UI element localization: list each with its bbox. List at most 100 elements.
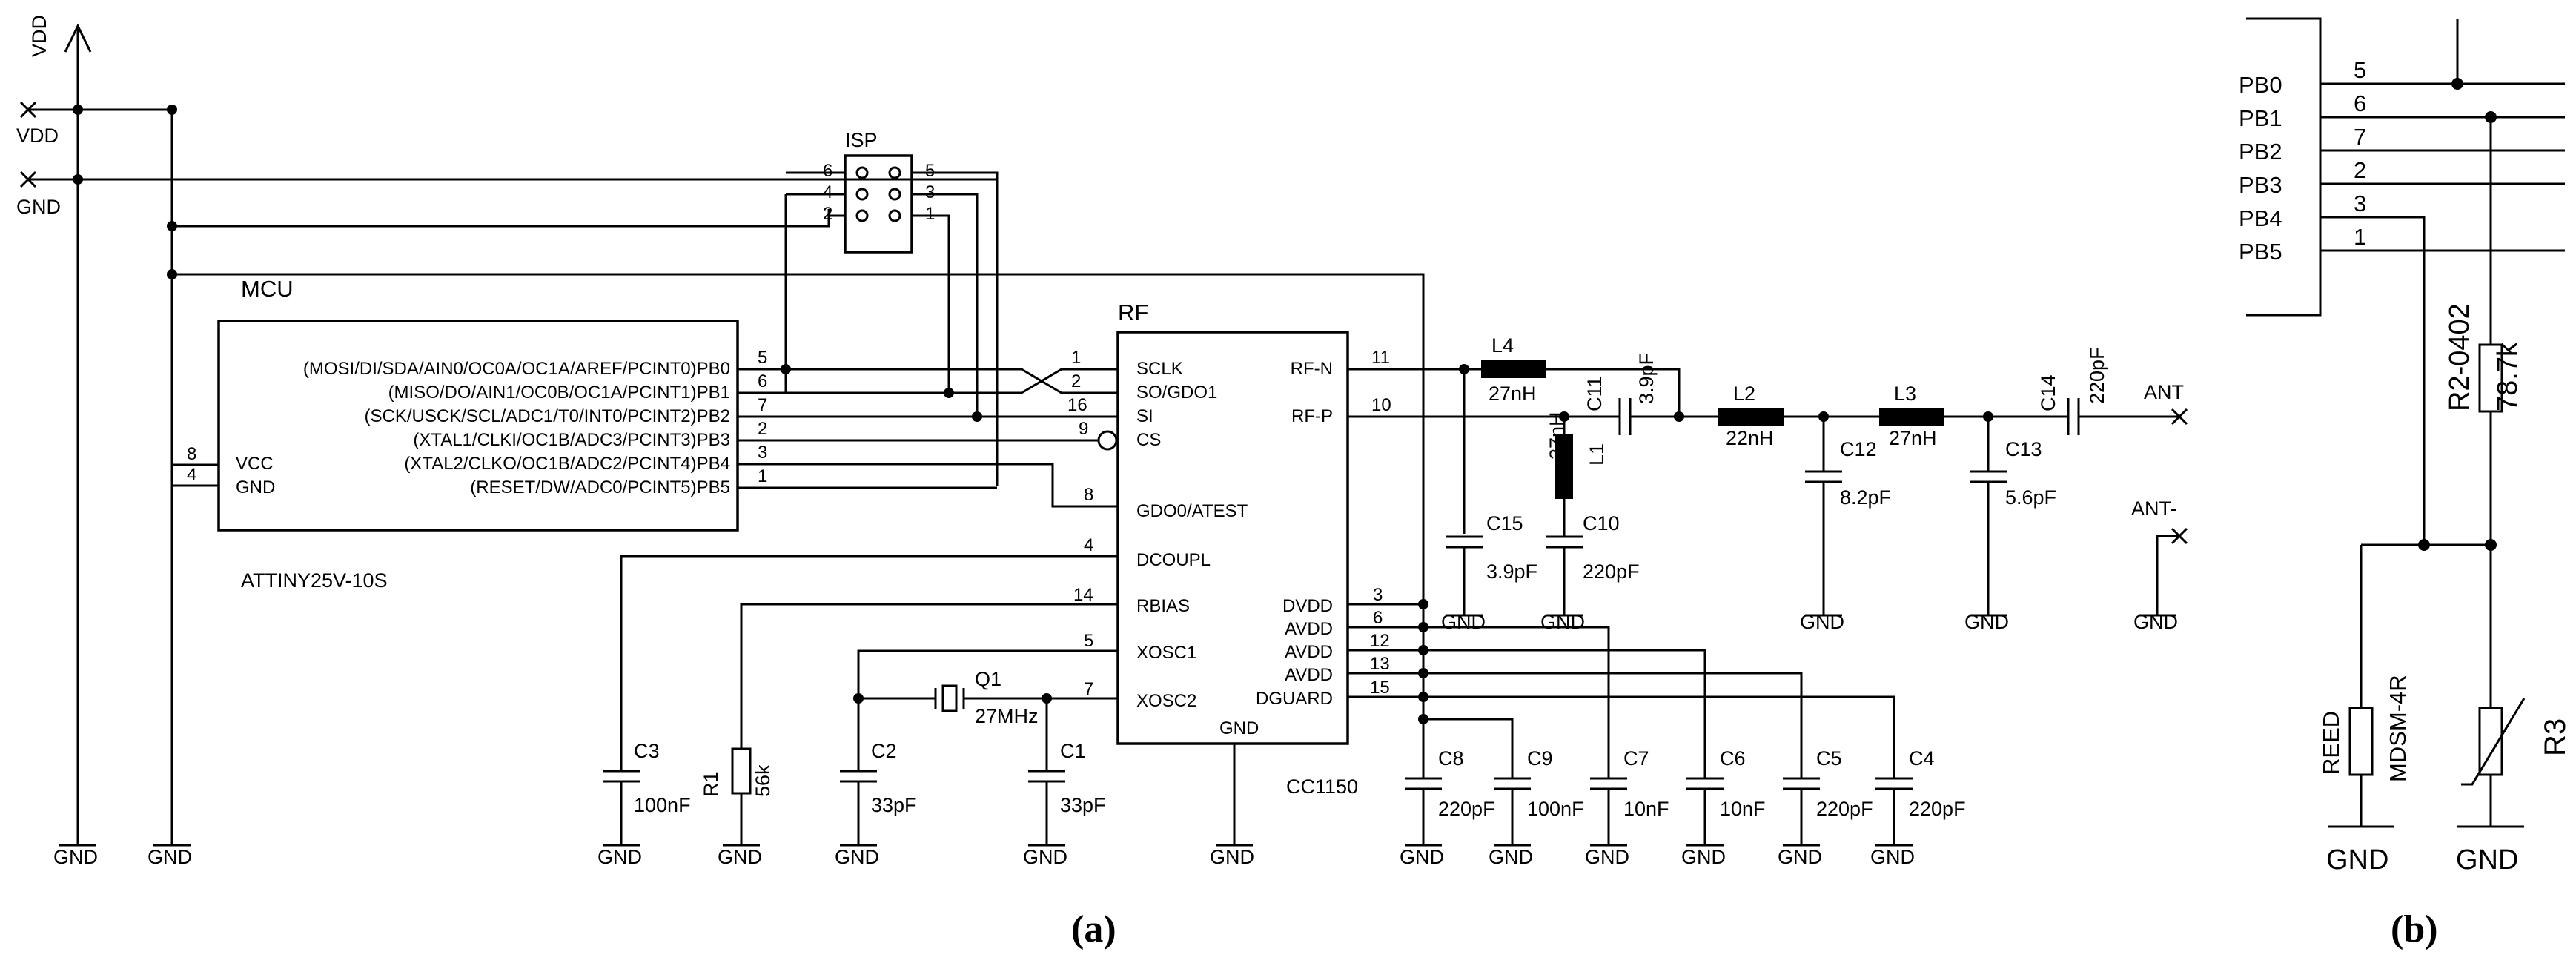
capacitor-C8: C8 220pF — [1405, 747, 1495, 845]
rf-pin-label: SCLK — [1136, 359, 1183, 379]
capacitor-C12: C12 8.2pF — [1805, 417, 1891, 615]
mcu-pin-label: (SCK/USCK/SCL/ADC1/T0/INT0/PCINT2)PB2 — [365, 406, 730, 426]
mcu-pin-label: (XTAL1/CLKI/OC1B/ADC3/PCINT3)PB3 — [413, 430, 730, 450]
svg-text:C8: C8 — [1438, 747, 1464, 770]
svg-text:GND: GND — [1870, 846, 1915, 868]
svg-text:GND: GND — [1489, 846, 1533, 868]
svg-text:L2: L2 — [1733, 383, 1755, 405]
caption-b: (b) — [2391, 908, 2438, 950]
rf-pin-num: 10 — [1371, 395, 1391, 415]
svg-text:C13: C13 — [2005, 438, 2042, 460]
rf-pin-label: SI — [1136, 406, 1153, 426]
reed-part: MDSM-4R — [2385, 675, 2411, 782]
vdd-port-x — [19, 101, 37, 119]
gnd-symbol: GND — [1540, 611, 1585, 633]
gnd-symbol: GND — [1489, 844, 1533, 868]
svg-text:GND: GND — [1400, 846, 1444, 868]
gnd-symbol: GND — [597, 844, 642, 868]
isp-label: ISP — [845, 129, 878, 151]
gnd-symbol: GND — [835, 844, 879, 868]
svg-text:GND: GND — [1210, 846, 1254, 868]
pb-num: 1 — [2354, 224, 2366, 250]
rf-pin-label: AVDD — [1285, 619, 1333, 639]
svg-text:GND: GND — [835, 846, 879, 868]
pb-num: 5 — [2354, 57, 2366, 83]
svg-text:C5: C5 — [1816, 747, 1842, 770]
isp-pin: 1 — [925, 204, 935, 224]
rf-pin-label: AVDD — [1285, 642, 1333, 662]
capacitor-C2: C2 33pF — [840, 740, 917, 845]
capacitor-C1: C1 33pF — [1028, 740, 1106, 845]
rf-pin-label: CS — [1136, 430, 1161, 450]
rf-pin-label: GDO0/ATEST — [1136, 501, 1248, 521]
svg-text:C7: C7 — [1623, 747, 1649, 770]
capacitor-C10: C10 220pF — [1546, 512, 1640, 615]
svg-text:27nH: 27nH — [1889, 427, 1937, 449]
svg-text:3.9pF: 3.9pF — [1486, 560, 1537, 583]
gnd-symbol: GND — [148, 844, 192, 868]
mcu-label: MCU — [241, 276, 294, 302]
vdd-rail-label: VDD — [28, 15, 50, 57]
pb-label: PB1 — [2239, 105, 2282, 131]
capacitor-C15: C15 3.9pF — [1446, 512, 1537, 615]
capacitor-C13: C13 5.6pF — [1970, 417, 2056, 615]
rf-pin-num: 6 — [1373, 608, 1383, 628]
svg-text:GND: GND — [53, 846, 98, 868]
svg-text:10nF: 10nF — [1720, 798, 1766, 820]
isp-header: ISP 6 4 2 5 3 1 — [823, 129, 935, 254]
pb-num: 2 — [2354, 157, 2366, 183]
rf-block: RF CC1150 SCLK SO/GDO1 SI CS GDO0/ATEST … — [1067, 300, 1391, 798]
rf-pin-num: 3 — [1373, 585, 1383, 605]
ant-port-x — [2171, 408, 2188, 426]
gnd-symbol: GND — [718, 844, 762, 868]
rf-label: RF — [1118, 300, 1148, 325]
r2-value: 78.7k — [2492, 342, 2523, 411]
inductor-L4: L4 27nH — [1481, 334, 1546, 405]
pb-label: PB2 — [2239, 139, 2282, 165]
svg-text:220pF: 220pF — [1438, 798, 1495, 820]
svg-text:C14: C14 — [2037, 374, 2059, 411]
svg-text:C15: C15 — [1486, 512, 1523, 535]
svg-text:GND: GND — [2133, 611, 2178, 633]
pb-label: PB5 — [2239, 239, 2282, 265]
pb-num: 6 — [2354, 90, 2366, 116]
capacitor-C3: C3 100nF — [603, 740, 691, 845]
isp-pin: 6 — [823, 161, 832, 181]
rf-pin-num: 4 — [1084, 535, 1093, 555]
capacitor-C4: C4 220pF — [1875, 747, 1966, 845]
rf-pin-label: RBIAS — [1136, 596, 1190, 616]
rf-pin-num: 12 — [1370, 631, 1390, 651]
pb-label: PB3 — [2239, 172, 2282, 198]
gnd-label: GND — [2456, 844, 2518, 876]
gnd-symbol: GND — [1585, 844, 1629, 868]
svg-text:C2: C2 — [871, 740, 897, 762]
rf-pin-num: 11 — [1371, 348, 1390, 368]
capacitor-C5: C5 220pF — [1783, 747, 1873, 845]
rf-pin-label: RF-N — [1291, 359, 1333, 379]
svg-text:100nF: 100nF — [1527, 798, 1584, 820]
svg-text:27MHz: 27MHz — [975, 705, 1039, 727]
mcu-pin-num: 5 — [758, 348, 767, 368]
reed-switch — [2348, 707, 2374, 776]
mcu-pin-label: (MOSI/DI/SDA/AIN0/OC0A/OC1A/AREF/PCINT0)… — [303, 359, 730, 379]
svg-text:GND: GND — [148, 846, 192, 868]
svg-text:GND: GND — [1023, 846, 1067, 868]
rf-pin-num: 9 — [1079, 419, 1088, 439]
ant-label: ANT — [2144, 381, 2184, 403]
capacitor-C7: C7 10nF — [1590, 747, 1669, 845]
svg-text:3.9pF: 3.9pF — [1635, 353, 1658, 404]
svg-text:GND: GND — [1964, 611, 2009, 633]
gnd-symbol: GND — [1870, 844, 1915, 868]
rf-pin-num: 7 — [1084, 679, 1093, 699]
svg-text:GND: GND — [1681, 846, 1726, 868]
svg-text:GND: GND — [597, 846, 642, 868]
rf-pin-label: DGUARD — [1256, 689, 1333, 709]
vdd-port-label: VDD — [16, 125, 59, 147]
panel-b: PB0 PB1 PB2 PB3 PB4 PB5 5 6 7 2 3 1 R2-0… — [2239, 17, 2572, 876]
inductor-L3: L3 27nH — [1879, 383, 1944, 449]
capacitor-C11: C11 3.9pF — [1583, 353, 1679, 435]
gnd-symbol: GND — [1441, 611, 1486, 633]
mcu-pin-num: 4 — [187, 465, 196, 485]
svg-text:L1: L1 — [1586, 443, 1608, 466]
